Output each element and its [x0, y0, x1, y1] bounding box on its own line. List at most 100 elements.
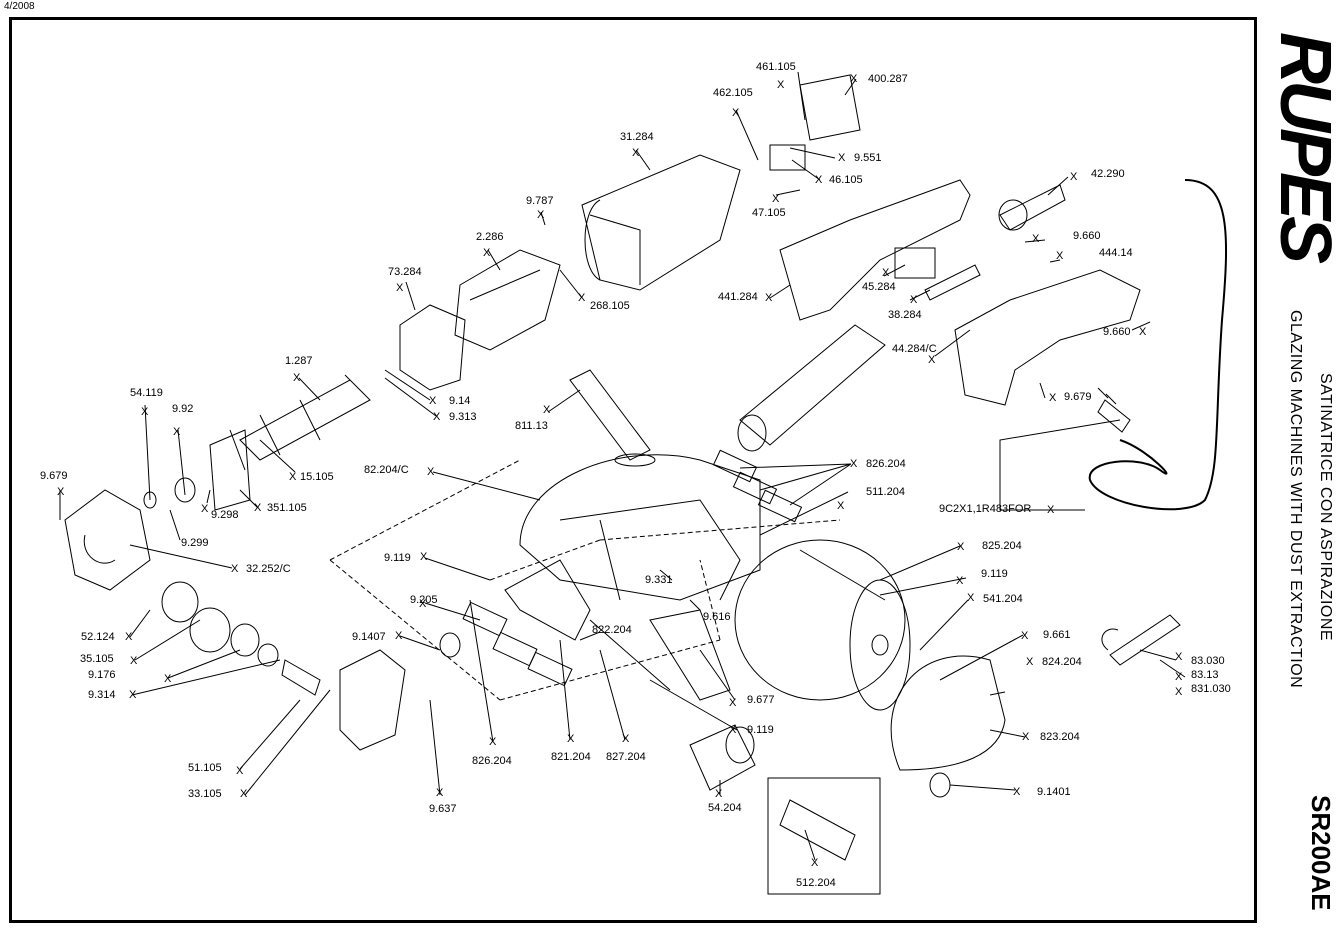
model-number: SR200AE: [1306, 795, 1336, 911]
wheel-guard: [890, 655, 1006, 771]
part-label: 824.204: [1042, 656, 1082, 668]
part-label: 52.124: [81, 631, 115, 643]
extraction-hose: [739, 324, 886, 446]
part-label: 9.660: [1103, 326, 1131, 338]
part-label: 31.284: [620, 131, 654, 143]
part-label: 9.1401: [1037, 786, 1071, 798]
deflector-plate: [649, 609, 731, 701]
guard-frame: [559, 499, 741, 601]
part-label: 9.661: [1043, 629, 1071, 641]
part-label: 822.204: [592, 624, 632, 636]
part-label: 9.299: [181, 537, 209, 549]
handle-shell: [779, 179, 971, 321]
part-label: 461.105: [756, 61, 796, 73]
exploded-view-drawing: [59, 71, 1228, 895]
part-label: 9.119: [747, 724, 774, 736]
rupes-logo: RUPES: [1265, 31, 1337, 261]
axle-rod: [799, 549, 886, 601]
side-handle: [569, 369, 651, 461]
part-label: 15.105: [300, 471, 334, 483]
bearing: [174, 477, 196, 503]
drawing-frame: [9, 17, 1257, 923]
part-label: 9.660: [1073, 230, 1101, 242]
power-cord: [1088, 179, 1228, 511]
part-label: 825.204: [982, 540, 1022, 552]
title-italian: SATINATRICE CON ASPIRAZIONE: [1317, 373, 1334, 642]
part-label: 541.204: [983, 593, 1023, 605]
part-label: 268.105: [590, 300, 630, 312]
part-label: 83.13: [1191, 669, 1219, 681]
shaft-detail: [779, 799, 856, 861]
part-label: 441.284: [718, 291, 758, 303]
part-label: 826.204: [472, 755, 512, 767]
switch: [894, 247, 936, 279]
bearing: [230, 623, 260, 657]
brush-cover: [799, 74, 861, 141]
gear: [161, 581, 199, 623]
part-label: 82.204/C: [364, 464, 409, 476]
roller: [462, 601, 508, 637]
part-label: 44.284/C: [892, 343, 937, 355]
part-label: 351.105: [267, 502, 307, 514]
armature: [229, 374, 371, 471]
stator: [454, 249, 561, 351]
part-label: 9.119: [981, 568, 1008, 580]
part-label: 73.284: [388, 266, 422, 278]
motor-housing: [581, 154, 741, 291]
part-label: 511.204: [866, 486, 905, 498]
bushing: [689, 724, 756, 791]
part-label: 9.551: [854, 152, 882, 164]
part-label: 54.204: [708, 802, 742, 814]
part-label: 827.204: [606, 751, 646, 763]
strain-relief: [999, 184, 1066, 231]
part-label: 9.298: [211, 509, 239, 521]
part-label: 9.679: [40, 470, 68, 482]
roller: [492, 631, 538, 667]
handle-cover: [954, 269, 1141, 406]
roller: [527, 651, 573, 687]
part-label: 1.287: [285, 355, 313, 367]
knob: [929, 772, 951, 798]
roller: [732, 471, 778, 505]
knob: [439, 632, 461, 658]
flange: [339, 649, 406, 751]
abrasive-wheel: [734, 539, 906, 701]
part-label: 9C2X1,1R483FOR: [939, 503, 1032, 515]
part-label: 9.314: [88, 689, 116, 701]
part-label: 823.204: [1040, 731, 1080, 743]
part-label: 821.204: [551, 751, 591, 763]
inset-box: [767, 777, 881, 895]
part-label: 46.105: [829, 174, 863, 186]
assembly-lines: [329, 459, 841, 701]
part-label: 9.92: [172, 403, 194, 415]
part-label: 400.287: [868, 73, 908, 85]
roller: [757, 489, 803, 523]
part-label: 9.787: [526, 195, 554, 207]
wrench: [1101, 614, 1181, 666]
part-label: 38.284: [888, 309, 922, 321]
title-english: GLAZING MACHINES WITH DUST EXTRACTION: [1287, 310, 1304, 689]
part-label: 9.1407: [352, 631, 386, 643]
part-label: 54.119: [130, 387, 163, 399]
plug: [1097, 387, 1131, 433]
part-label: 9.331: [645, 574, 673, 586]
part-label: 2.286: [476, 231, 504, 243]
part-label: 83.030: [1191, 655, 1225, 667]
main-guard: [519, 454, 761, 601]
roller-bracket: [504, 559, 591, 641]
part-label: 9.205: [410, 594, 438, 606]
part-label: 51.105: [188, 762, 222, 774]
part-label: 826.204: [866, 458, 906, 470]
part-label: 811.13: [515, 420, 548, 432]
roller: [712, 449, 758, 483]
part-label: 512.204: [796, 877, 836, 889]
fan-disk: [209, 429, 251, 511]
washer: [143, 491, 157, 509]
part-label: 9.616: [703, 611, 731, 623]
part-label: 9.637: [429, 803, 457, 815]
part-label: 45.284: [862, 281, 896, 293]
part-label: 444.14: [1099, 247, 1133, 259]
part-label: 35.105: [80, 653, 114, 665]
rod: [589, 619, 671, 691]
part-label: 32.252/C: [246, 563, 291, 575]
